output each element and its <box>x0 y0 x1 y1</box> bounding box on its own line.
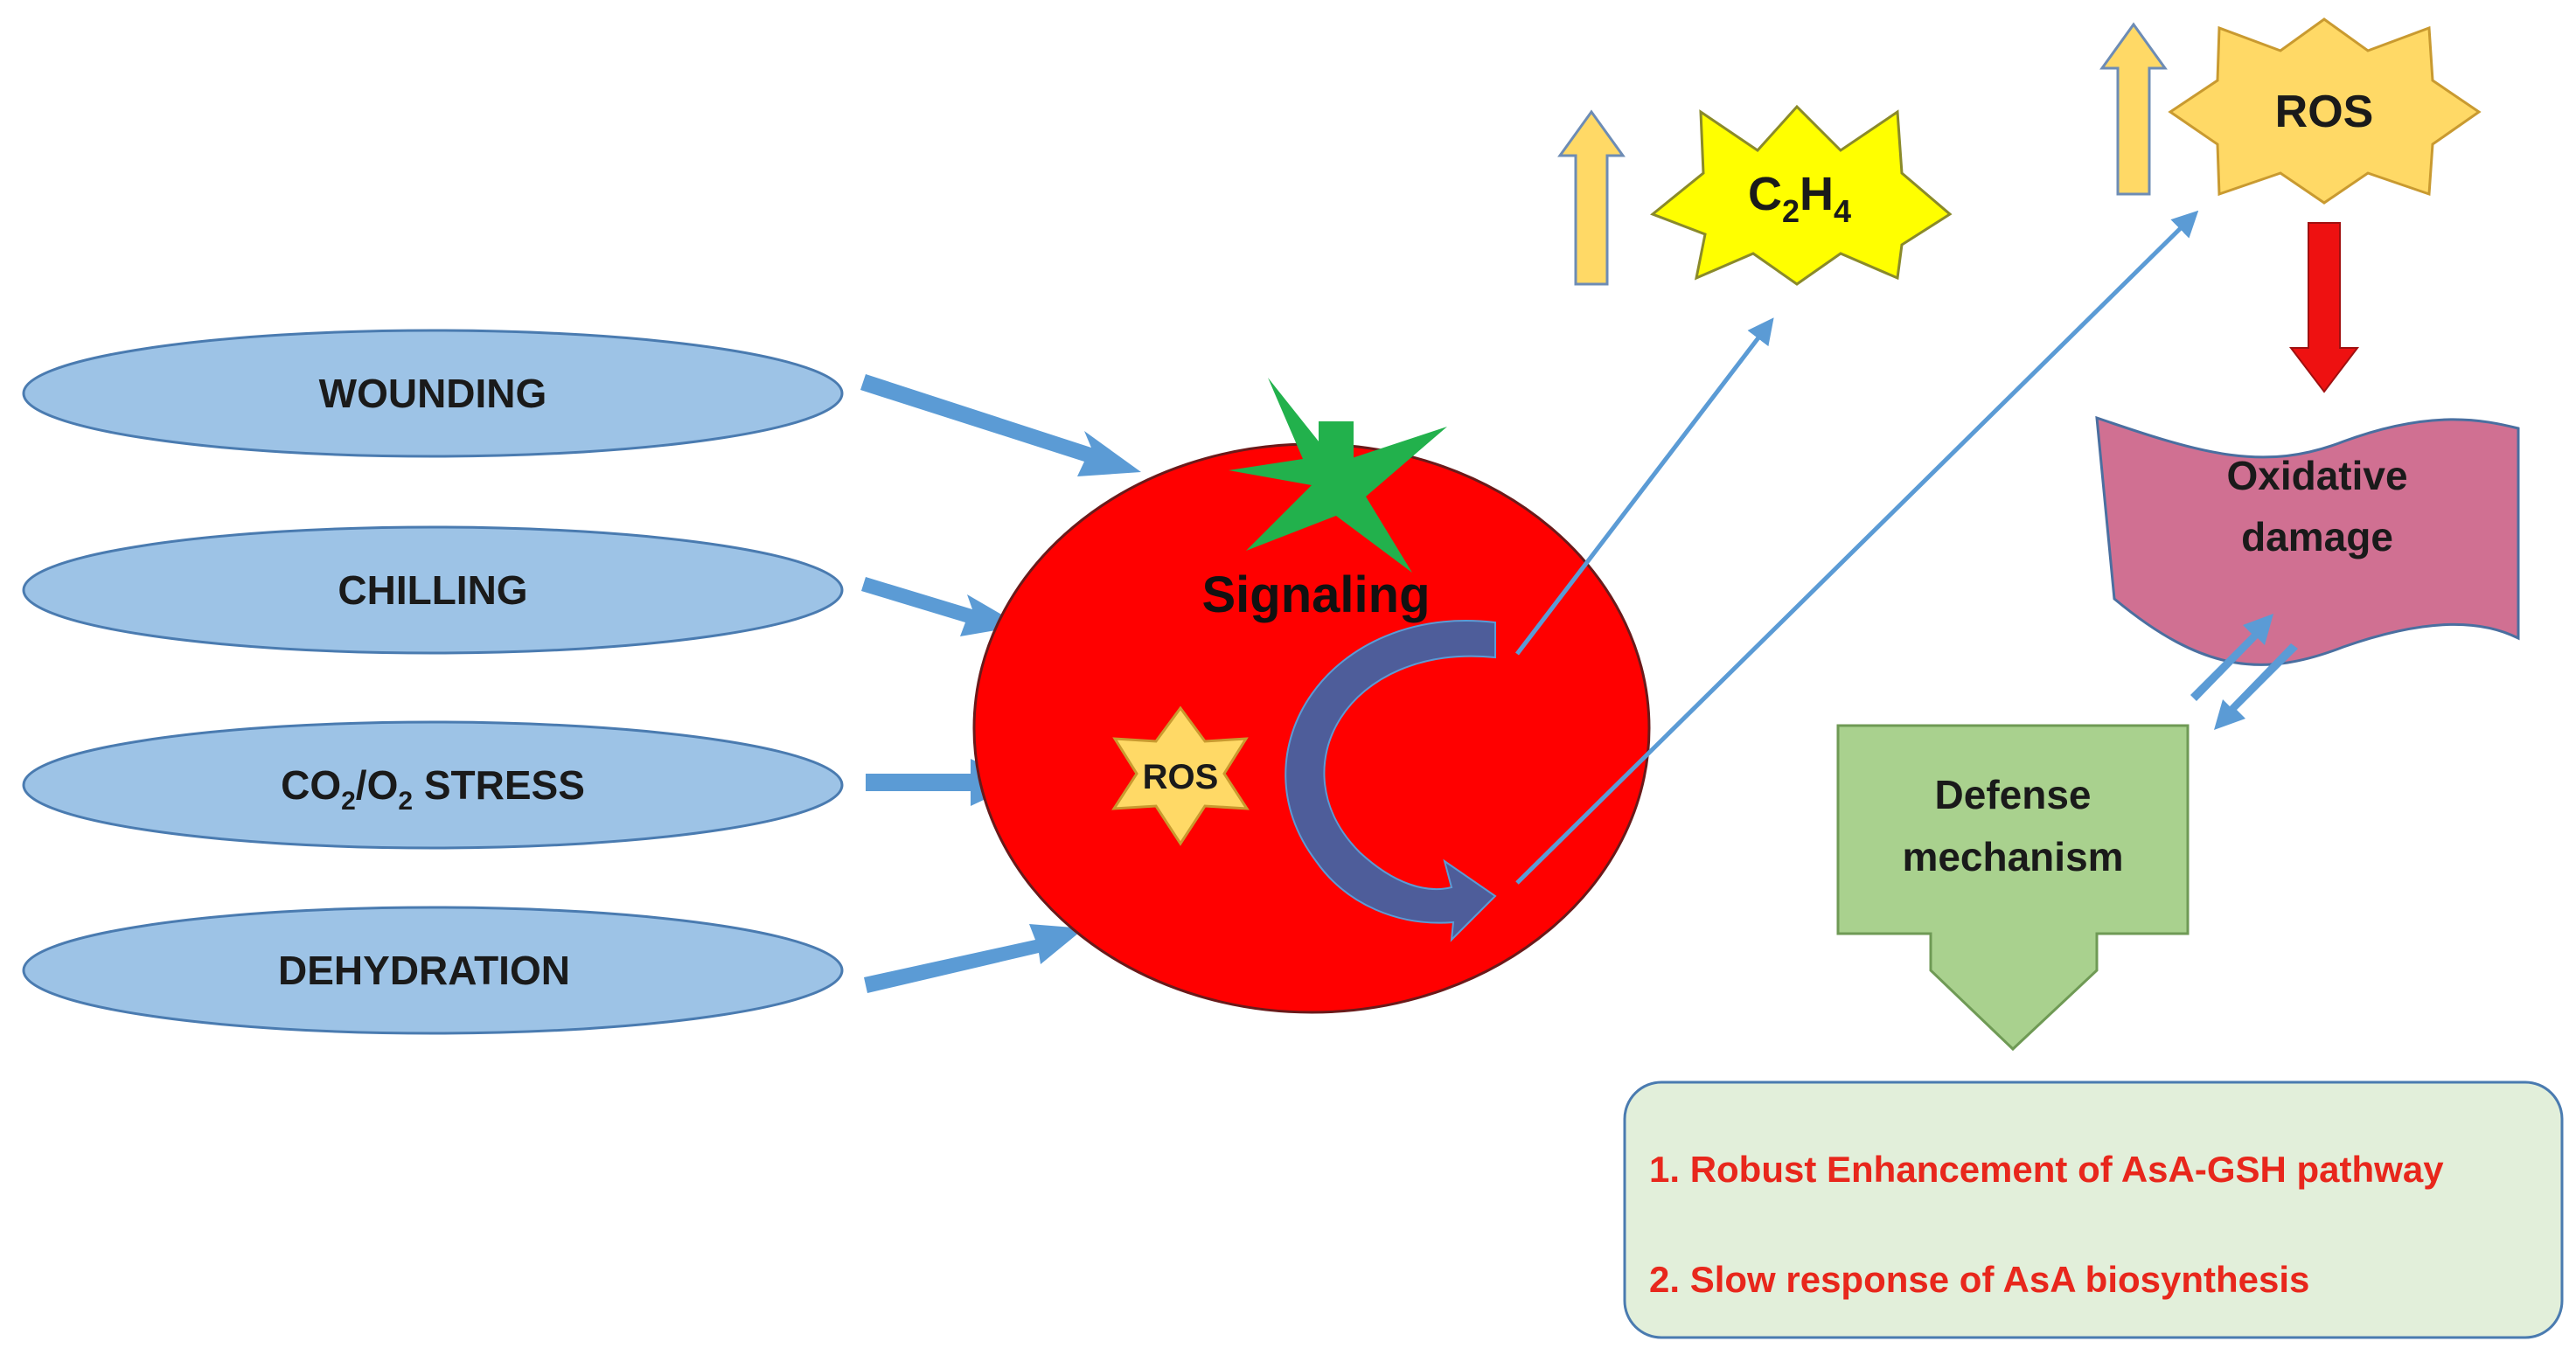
oxidative-line2: damage <box>2241 514 2393 559</box>
oxidative-damage-box: Oxidative damage <box>2095 415 2520 666</box>
stressor-wounding: WOUNDING <box>22 329 844 458</box>
up-arrow-ros <box>2099 22 2168 196</box>
ros-top-star: ROS <box>2168 17 2482 205</box>
arrow-chilling <box>861 577 1021 636</box>
arrow-to-ros <box>1515 210 2199 885</box>
inner-ros-star: ROS <box>1111 705 1250 846</box>
red-down-arrow <box>2288 222 2360 393</box>
result-item: 2. Slow response of AsA biosynthesis <box>1649 1259 2309 1300</box>
defense-line2: mechanism <box>1902 834 2123 879</box>
tomato-stem <box>1319 421 1354 483</box>
stressor-dehydration: DEHYDRATION <box>22 906 844 1035</box>
arrow-wounding <box>860 374 1141 476</box>
result-item: 1. Robust Enhancement of AsA-GSH pathway <box>1649 1149 2444 1190</box>
results-box: 1. Robust Enhancement of AsA-GSH pathway… <box>1623 1081 2564 1339</box>
defense-mechanism-box: Defense mechanism <box>1836 724 2190 1052</box>
stressor-label: CHILLING <box>338 567 527 613</box>
stressor-label: DEHYDRATION <box>278 948 570 993</box>
c2h4-star: C2H4 <box>1650 104 1953 286</box>
c2h4-label: C2H4 <box>1748 168 1851 229</box>
ros-top-label: ROS <box>2275 87 2374 137</box>
inner-ros-label: ROS <box>1143 758 1219 796</box>
oxidative-line1: Oxidative <box>2226 453 2407 498</box>
stressor-label: CO2/O2 STRESS <box>281 762 585 816</box>
curved-arrow <box>1285 620 1497 942</box>
signaling-label: Signaling <box>1202 566 1431 623</box>
stressor-chilling: CHILLING <box>22 525 844 655</box>
up-arrow-c2h4 <box>1557 109 1626 286</box>
arrow-dehydration <box>864 924 1084 993</box>
stressor-co2-o2: CO2/O2 STRESS <box>22 720 844 850</box>
tomato: Signaling ROS <box>972 378 1651 1014</box>
defense-line1: Defense <box>1935 772 2092 817</box>
arrow-to-c2h4 <box>1515 317 1774 656</box>
stressor-label: WOUNDING <box>319 371 547 416</box>
equilibrium-arrows <box>2190 614 2298 730</box>
